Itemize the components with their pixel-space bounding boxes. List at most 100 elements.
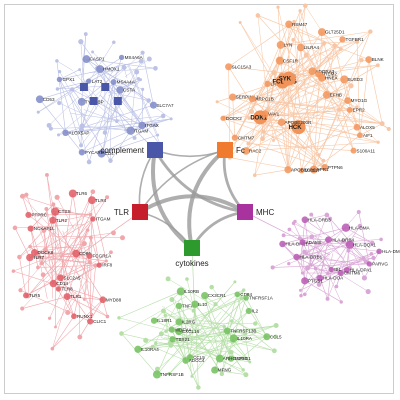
gene-node-glt25d1 — [317, 28, 326, 37]
gene-label-efhb: EFHB — [330, 93, 342, 98]
gene-node-efhb — [322, 91, 331, 99]
gene-node-small — [302, 292, 307, 297]
gene-edge — [165, 317, 170, 332]
gene-label-cd4: CD4 — [105, 151, 115, 156]
gene-edge — [102, 81, 114, 151]
gene-node-small — [339, 300, 343, 304]
gene-label-nckap1l: NCKAP1L — [34, 226, 55, 231]
gene-node-dock8 — [30, 249, 39, 257]
gene-node-hla-dpa1 — [343, 267, 350, 274]
gene-label-tnfa: TNFA — [182, 304, 195, 309]
gene-edge — [222, 118, 236, 138]
gene-node-small — [12, 225, 18, 231]
gene-edge — [171, 299, 194, 340]
gene-edge — [57, 84, 125, 90]
gene-edge — [46, 208, 76, 301]
gene-label-s100a11: S100A11 — [357, 148, 376, 153]
gene-edge — [78, 300, 81, 338]
gene-node-small — [292, 19, 296, 24]
gene-edge — [142, 52, 154, 106]
gene-label-slc7a7: SLC7A7 — [156, 103, 174, 108]
gene-node-small — [51, 202, 56, 207]
gene-edge — [80, 41, 84, 75]
gene-node-apobe200r — [277, 118, 286, 127]
gene-node-small — [303, 3, 308, 9]
gene-label-runx1: RUNX1 — [77, 314, 93, 319]
gene-node-hla-dpb1 — [279, 240, 286, 248]
gene-edge — [90, 237, 100, 266]
gene-edge — [288, 43, 325, 79]
module-node-tlr — [132, 204, 148, 220]
gene-edge — [46, 208, 59, 290]
gene-node-small — [153, 122, 158, 128]
gene-label-wdfy4: WDFY4 — [175, 327, 192, 332]
gene-node-small — [153, 65, 158, 71]
gene-edge — [224, 77, 323, 119]
gene-node-tcirg1 — [227, 355, 235, 362]
gene-label-slc2a5: SLC2A5 — [64, 275, 82, 280]
gene-node-small — [371, 255, 376, 260]
gene-edge — [41, 244, 92, 264]
gene-edge — [282, 81, 383, 124]
gene-label-cd53: CD53 — [43, 97, 55, 102]
gene-edge — [90, 214, 100, 266]
gene-node-small — [241, 288, 246, 292]
gene-edge — [233, 338, 275, 352]
gene-node-csta — [116, 86, 124, 94]
gene-label-casp1: CASP1 — [90, 57, 106, 62]
gene-node-small — [298, 288, 302, 292]
gene-label-adora3: ADORA3 — [315, 69, 334, 74]
gene-node-small — [191, 308, 196, 313]
gene-node-wdfy4 — [168, 326, 175, 333]
gene-node-small — [115, 119, 119, 124]
gene-label-ccl5: CCL5 — [193, 355, 205, 360]
gene-node-hmox1 — [96, 65, 105, 73]
gene-edge — [55, 211, 91, 215]
gene-edge — [301, 77, 323, 171]
gene-node-small — [79, 123, 85, 129]
gene-node-small — [89, 235, 93, 240]
gene-edge — [22, 195, 93, 220]
gene-node-small — [247, 116, 251, 120]
gene-node-small — [156, 133, 160, 137]
gene-label-tbx21: TBX21 — [176, 337, 190, 342]
gene-node-csf1r — [275, 56, 285, 65]
gene-node-cd86 — [72, 249, 80, 258]
gene-node-small — [361, 256, 366, 260]
module-label-complement: complement — [100, 146, 144, 155]
gene-node-slc15a3 — [225, 63, 233, 71]
gene-node-small — [379, 237, 383, 242]
gene-label-hck: HCK — [289, 125, 303, 131]
gene-node-tlr1 — [63, 293, 71, 301]
gene-edge — [52, 220, 104, 300]
gene-label-hla-dmb: HLA-DMB — [382, 249, 400, 254]
gene-node-tbx21 — [169, 336, 176, 343]
gene-node-small — [44, 207, 49, 211]
gene-node-small — [86, 159, 92, 165]
gene-node-small — [165, 276, 171, 282]
gene-node-small — [134, 69, 140, 75]
figure-frame — [4, 4, 394, 394]
gene-node-small — [302, 249, 307, 254]
gene-node-tyrobp — [77, 97, 86, 106]
gene-node-small — [309, 234, 314, 240]
gene-edge — [58, 191, 94, 290]
gene-edge — [178, 331, 220, 359]
gene-edge — [195, 304, 216, 338]
gene-node-small — [138, 78, 143, 82]
gene-edge — [85, 42, 115, 87]
gene-edge — [19, 220, 54, 258]
gene-edge — [185, 310, 250, 361]
gene-node-fpr1 — [309, 165, 318, 174]
gene-node-small — [40, 272, 46, 278]
gene-edge — [264, 31, 323, 115]
gene-edge — [194, 304, 244, 371]
gene-edge — [359, 123, 383, 136]
gene-node-small — [54, 194, 60, 200]
gene-node-small — [271, 348, 277, 354]
gene-label-csta: CSTA — [123, 88, 136, 93]
gene-edge — [313, 32, 323, 170]
gene-node-small — [88, 212, 93, 217]
gene-node-small — [164, 329, 168, 333]
gene-node-arhgap30 — [215, 354, 224, 363]
